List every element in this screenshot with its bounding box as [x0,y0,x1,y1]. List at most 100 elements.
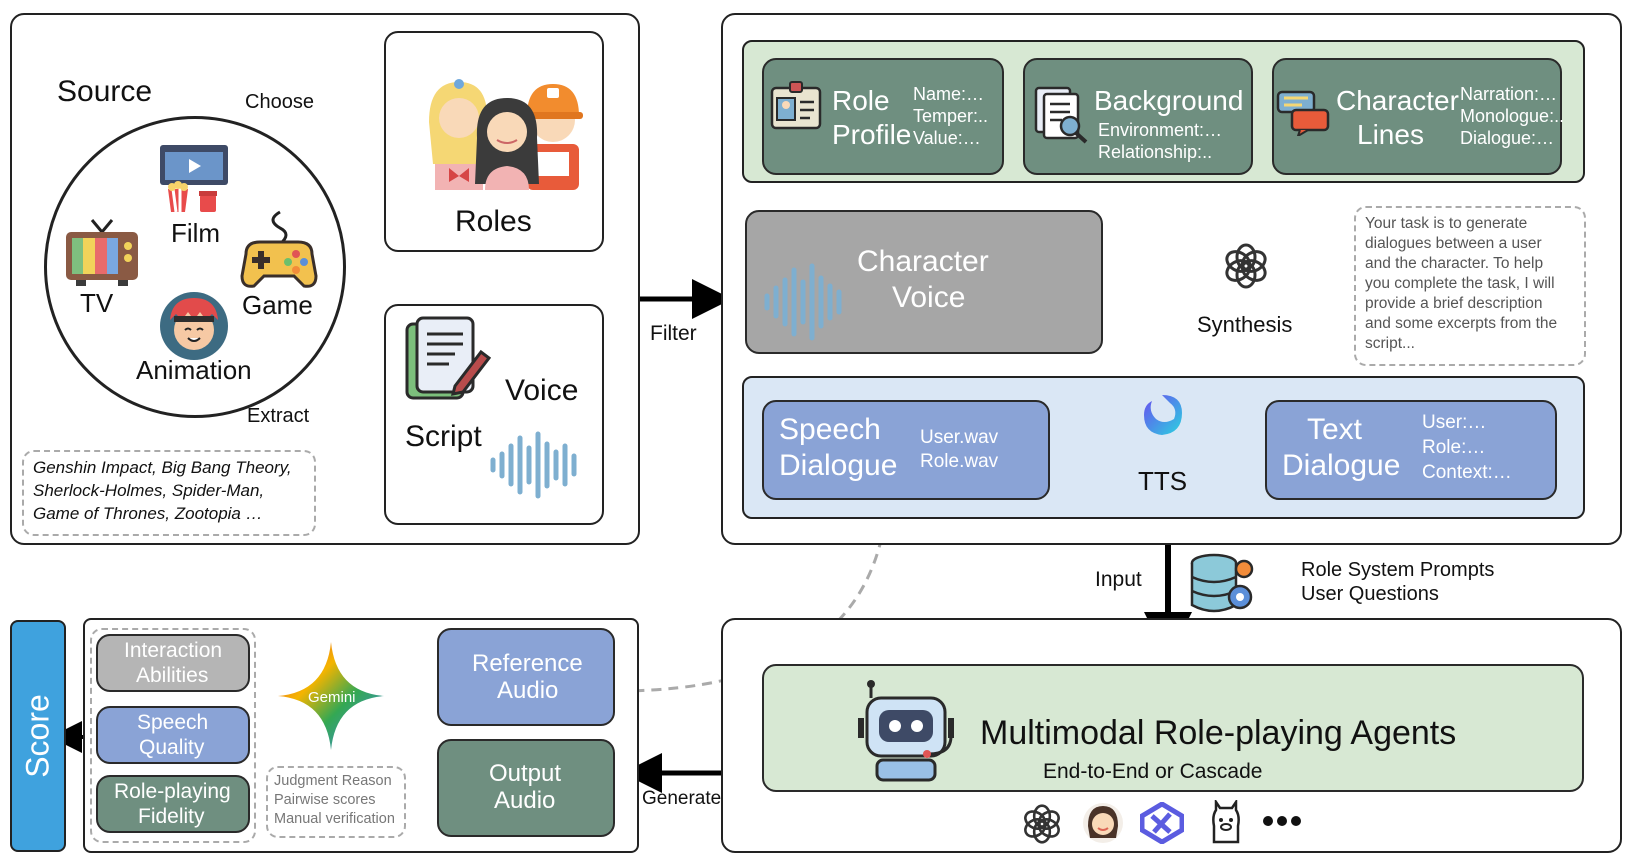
extract-label: Extract [247,405,310,427]
judgment-line-1: Judgment Reason [274,773,392,789]
prompt-text-box [1354,206,1586,366]
criteria-speech-line-1: Speech [137,711,209,734]
criteria-speech-line-2: Quality [139,736,205,759]
game-label: Game [242,290,313,320]
llama-logo-icon [1212,800,1240,844]
text-dialogue-field-2: Role:… [1422,437,1486,458]
judgment-line-2: Pairwise scores [274,792,376,808]
criteria-fidelity-card [96,775,250,833]
voice-label: Voice [505,374,579,407]
score-label: Score [19,694,56,778]
text-dialogue-card [1265,400,1557,500]
tv-label: TV [80,288,114,318]
choose-label: Choose [245,91,314,113]
voice-waveform-icon [490,431,577,499]
source-circle [44,116,346,418]
prompt-line-6: and some excerpts from the [1365,315,1558,332]
criteria-interaction-line-1: Interaction [124,639,223,662]
source-examples-line-2: Sherlock-Holmes, Spider-Man, [33,481,265,500]
role-profile-field-2: Temper:.. [913,106,989,126]
prompt-line-4: you complete the task, I will [1365,275,1555,292]
document-search-icon [1034,86,1088,144]
prompt-line-5: provide a brief description [1365,295,1543,312]
criteria-fidelity-line-1: Role-playing [114,780,231,803]
output-audio-title-1: Output [489,760,562,787]
qwen-logo-icon [1140,802,1184,844]
prompt-line-1: Your task is to generate [1365,215,1528,232]
speech-dialogue-title-2: Dialogue [779,449,898,482]
id-card-icon [770,81,822,130]
animation-label: Animation [136,355,252,385]
character-lines-field-3: Dialogue:… [1460,128,1555,148]
more-models-icon [1263,816,1301,826]
background-field-1: Environment:… [1098,120,1223,140]
criteria-interaction-line-2: Abilities [136,664,209,687]
tv-icon [66,219,138,286]
criteria-box [90,628,256,843]
gamepad-icon [240,210,318,288]
character-voice-title-1: Character [857,245,989,278]
judgment-box [266,766,406,838]
source-examples-line-3: Game of Thrones, Zootopia … [33,504,263,523]
character-lines-field-2: Monologue:.. [1460,106,1565,126]
tts-engine-icon [1144,395,1182,435]
text-dialogue-field-1: User:… [1422,412,1487,433]
background-title: Background [1094,85,1244,116]
character-lines-title-1: Character [1336,85,1459,116]
synthesis-label: Synthesis [1197,312,1293,337]
openai-logo-icon [1024,804,1060,844]
source-examples-box [22,450,316,536]
openai-icon [1225,243,1267,289]
input-label: Input [1095,568,1142,591]
background-field-2: Relationship:.. [1098,142,1213,162]
animation-character-icon [160,292,228,360]
role-profile-title-1: Role [832,85,890,116]
role-profile-field-3: Value:… [913,128,981,148]
output-audio-title-2: Audio [494,787,556,814]
script-document-icon [405,316,491,400]
character-lines-title-2: Lines [1357,119,1424,150]
output-audio-card [437,739,615,837]
roles-label: Roles [455,205,532,238]
film-label: Film [171,218,221,248]
judgment-line-3: Manual verification [274,811,395,827]
speech-dialogue-title-1: Speech [779,413,881,446]
character-voice-waveform [764,263,842,341]
criteria-fidelity-line-2: Fidelity [138,805,205,828]
prompt-line-7: script... [1365,335,1415,352]
roles-icon [429,79,583,190]
speech-dialogue-file-2: Role.wav [920,451,999,472]
criteria-interaction-card [96,634,250,692]
score-box [10,620,66,852]
reference-audio-card [437,628,615,726]
prompt-line-2: dialogues between a user [1365,235,1542,252]
speech-dialogue-file-1: User.wav [920,427,999,448]
film-icon [160,145,228,213]
robot-icon [858,680,954,782]
gemini-label: Gemini [308,689,356,706]
script-label: Script [405,420,482,453]
db-label-2: User Questions [1301,583,1439,605]
text-dialogue-title-1: Text [1307,413,1363,446]
filter-label: Filter [650,322,697,345]
text-dialogue-title-2: Dialogue [1282,449,1401,482]
reference-audio-title-1: Reference [472,650,583,677]
character-lines-field-1: Narration:… [1460,84,1558,104]
text-dialogue-field-3: Context:… [1422,462,1512,483]
character-voice-title-2: Voice [892,281,966,314]
gemini-star-icon [278,642,384,750]
avatar-logo-icon [1083,803,1123,843]
source-title: Source [57,75,153,108]
role-profile-title-2: Profile [832,119,912,150]
speech-dialogue-card [762,400,1050,500]
role-profile-field-1: Name:… [913,84,985,104]
agents-title: Multimodal Role-playing Agents [980,714,1457,752]
generate-label: Generate [642,788,722,809]
source-examples-line-1: Genshin Impact, Big Bang Theory, [33,458,292,477]
agents-subtitle: End-to-End or Cascade [1043,760,1263,783]
reference-audio-title-2: Audio [497,677,559,704]
prompt-line-3: and the character. To help [1365,255,1544,272]
db-label-1: Role System Prompts [1301,559,1495,581]
tts-label: TTS [1138,466,1188,496]
chat-bubbles-icon [1276,90,1330,136]
